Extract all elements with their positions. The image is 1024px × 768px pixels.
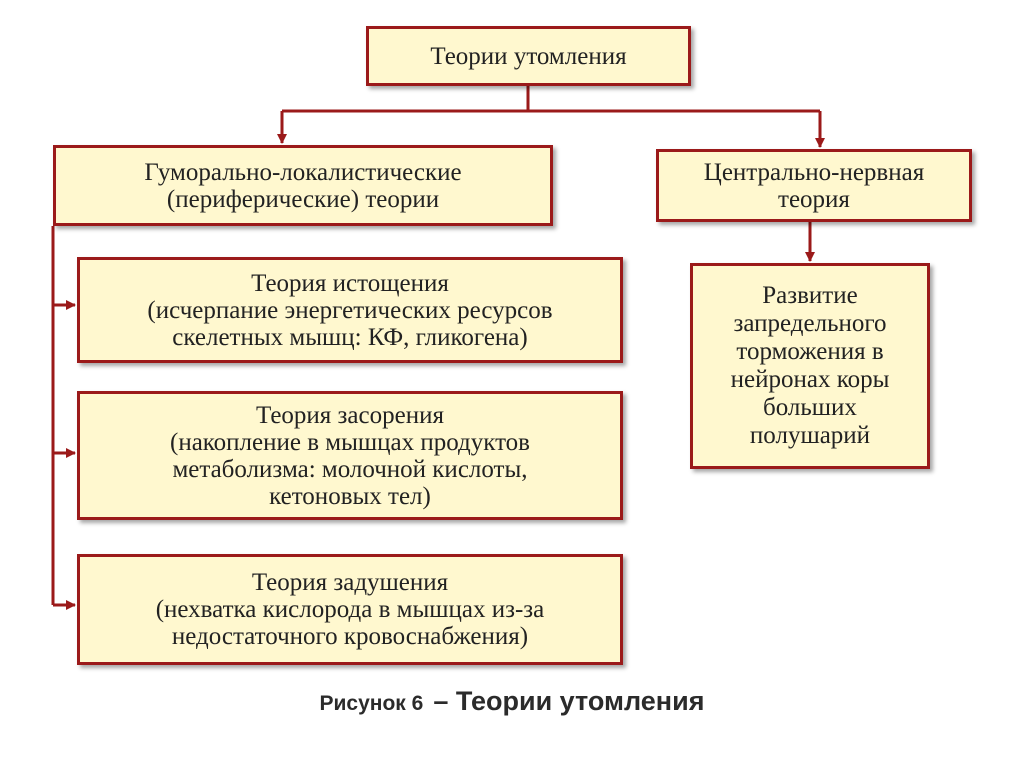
node-exhaustion-label: Теория истощения (исчерпание энергетичес… — [147, 269, 553, 351]
node-humoral-theories: Гуморально-локалистические (периферическ… — [53, 145, 553, 226]
figure-caption-label: Рисунок 6 — [319, 692, 424, 715]
node-suffocation-label: Теория задушения (нехватка кислорода в м… — [155, 569, 545, 650]
node-central-nervous-theory: Центрально-нервная теория — [656, 149, 972, 222]
node-root: Теории утомления — [366, 26, 691, 86]
node-clogging-theory: Теория засорения (накопление в мышцах пр… — [77, 391, 623, 520]
node-humoral-label: Гуморально-локалистические (периферическ… — [144, 158, 462, 213]
node-inhibition: Развитие запредельного торможения в нейр… — [690, 263, 930, 469]
node-suffocation-theory: Теория задушения (нехватка кислорода в м… — [77, 554, 623, 665]
node-root-label: Теории утомления — [430, 42, 627, 70]
node-inhibition-label: Развитие запредельного торможения в нейр… — [730, 282, 890, 449]
node-exhaustion-theory: Теория истощения (исчерпание энергетичес… — [77, 257, 623, 363]
node-cns-label: Центрально-нервная теория — [703, 158, 925, 213]
node-clogging-label: Теория засорения (накопление в мышцах пр… — [170, 401, 530, 510]
figure-caption-title: – Теории утомления — [433, 686, 705, 716]
figure-caption: Рисунок 6 – Теории утомления — [0, 686, 1024, 730]
